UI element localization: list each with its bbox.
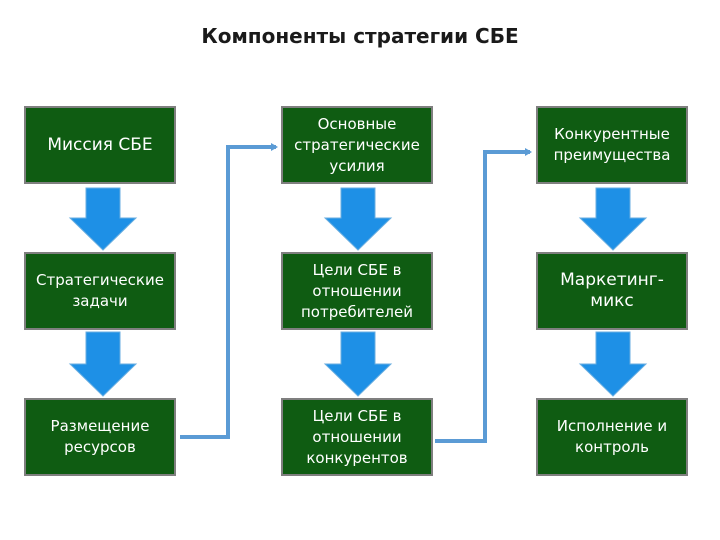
box-customer-goals: Цели СБЕ в отношении потребителей <box>281 252 433 330</box>
down-arrow-3-2 <box>578 331 648 397</box>
connector-col1-to-col2 <box>180 143 278 439</box>
down-arrow-1-1 <box>68 187 138 251</box>
box-competitive-advantages: Конкурентные преимущества <box>536 106 688 184</box>
down-arrow-3-1 <box>578 187 648 251</box>
box-marketing-mix: Маркетинг- микс <box>536 252 688 330</box>
box-strategic-tasks: Стратегические задачи <box>24 252 176 330</box>
box-strategic-efforts: Основные стратегические усилия <box>281 106 433 184</box>
box-resource-allocation: Размещение ресурсов <box>24 398 176 476</box>
box-competitor-goals: Цели СБЕ в отношении конкурентов <box>281 398 433 476</box>
connector-col2-to-col3 <box>435 148 532 443</box>
box-execution-control: Исполнение и контроль <box>536 398 688 476</box>
page-title: Компоненты стратегии СБЕ <box>201 24 519 48</box>
box-mission: Миссия СБЕ <box>24 106 176 184</box>
down-arrow-1-2 <box>68 331 138 397</box>
down-arrow-2-2 <box>323 331 393 397</box>
down-arrow-2-1 <box>323 187 393 251</box>
